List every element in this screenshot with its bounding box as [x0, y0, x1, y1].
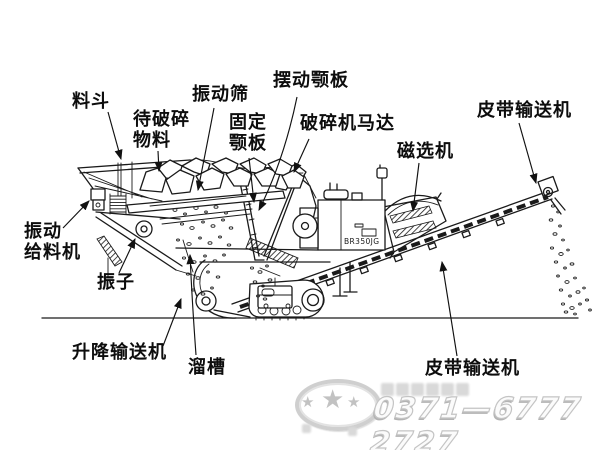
- label-chute: 溜槽: [188, 357, 226, 378]
- leader-vibrating-screen: [195, 107, 215, 192]
- leader-vibrating-feeder: [62, 200, 90, 229]
- label-fixed-jaw: 固定 颚板: [229, 112, 267, 155]
- leader-crusher-motor: [293, 138, 310, 174]
- magnetic-separator-drawing: [382, 192, 447, 259]
- model-text: BR350JG: [344, 237, 380, 246]
- label-vibrating-screen: 振动筛: [192, 84, 249, 105]
- leader-vibrator: [118, 237, 136, 274]
- label-lifting-conveyor: 升降输送机: [72, 342, 167, 363]
- rock-pile-drawing: [139, 157, 305, 195]
- label-material-to-crush: 待破碎 物料: [133, 109, 190, 152]
- leader-belt-conveyor-top: [518, 122, 538, 185]
- label-hopper: 料斗: [72, 91, 110, 112]
- label-crusher-motor: 破碎机马达: [300, 113, 395, 134]
- conveyor-head-pulley: [537, 175, 566, 215]
- label-magnetic-separator: 磁选机: [397, 141, 454, 162]
- leader-lifting-conveyor: [162, 297, 182, 347]
- hopper-feeder-drawing: [77, 159, 304, 279]
- leader-swing-jaw: [258, 96, 298, 212]
- leader-magnetic-separator: [410, 162, 420, 213]
- power-unit-drawing: BR350JG: [299, 164, 388, 251]
- label-belt-conveyor-top: 皮带输送机: [477, 100, 572, 121]
- label-vibrator: 振子: [97, 272, 135, 293]
- beacon-light: [376, 164, 388, 201]
- falling-material-discharge: [548, 204, 592, 316]
- label-swing-jaw: 摆动颚板: [273, 70, 349, 91]
- feeder-spring: [109, 193, 127, 215]
- label-belt-conveyor-bottom: 皮带输送机: [425, 358, 520, 379]
- leader-material: [154, 150, 163, 173]
- chute-cover-drawing: [182, 239, 251, 319]
- leader-fixed-jaw: [248, 157, 257, 204]
- main-frame-drawing: [175, 247, 331, 263]
- leader-hopper: [107, 111, 123, 161]
- leader-lines: [62, 96, 538, 357]
- label-vibrating-feeder: 振动 给料机: [24, 221, 81, 264]
- leader-chute: [186, 253, 197, 356]
- leader-belt-conveyor-bottom: [439, 260, 458, 357]
- falling-material-crusher: [249, 264, 273, 301]
- crawler-track-drawing: [248, 277, 325, 321]
